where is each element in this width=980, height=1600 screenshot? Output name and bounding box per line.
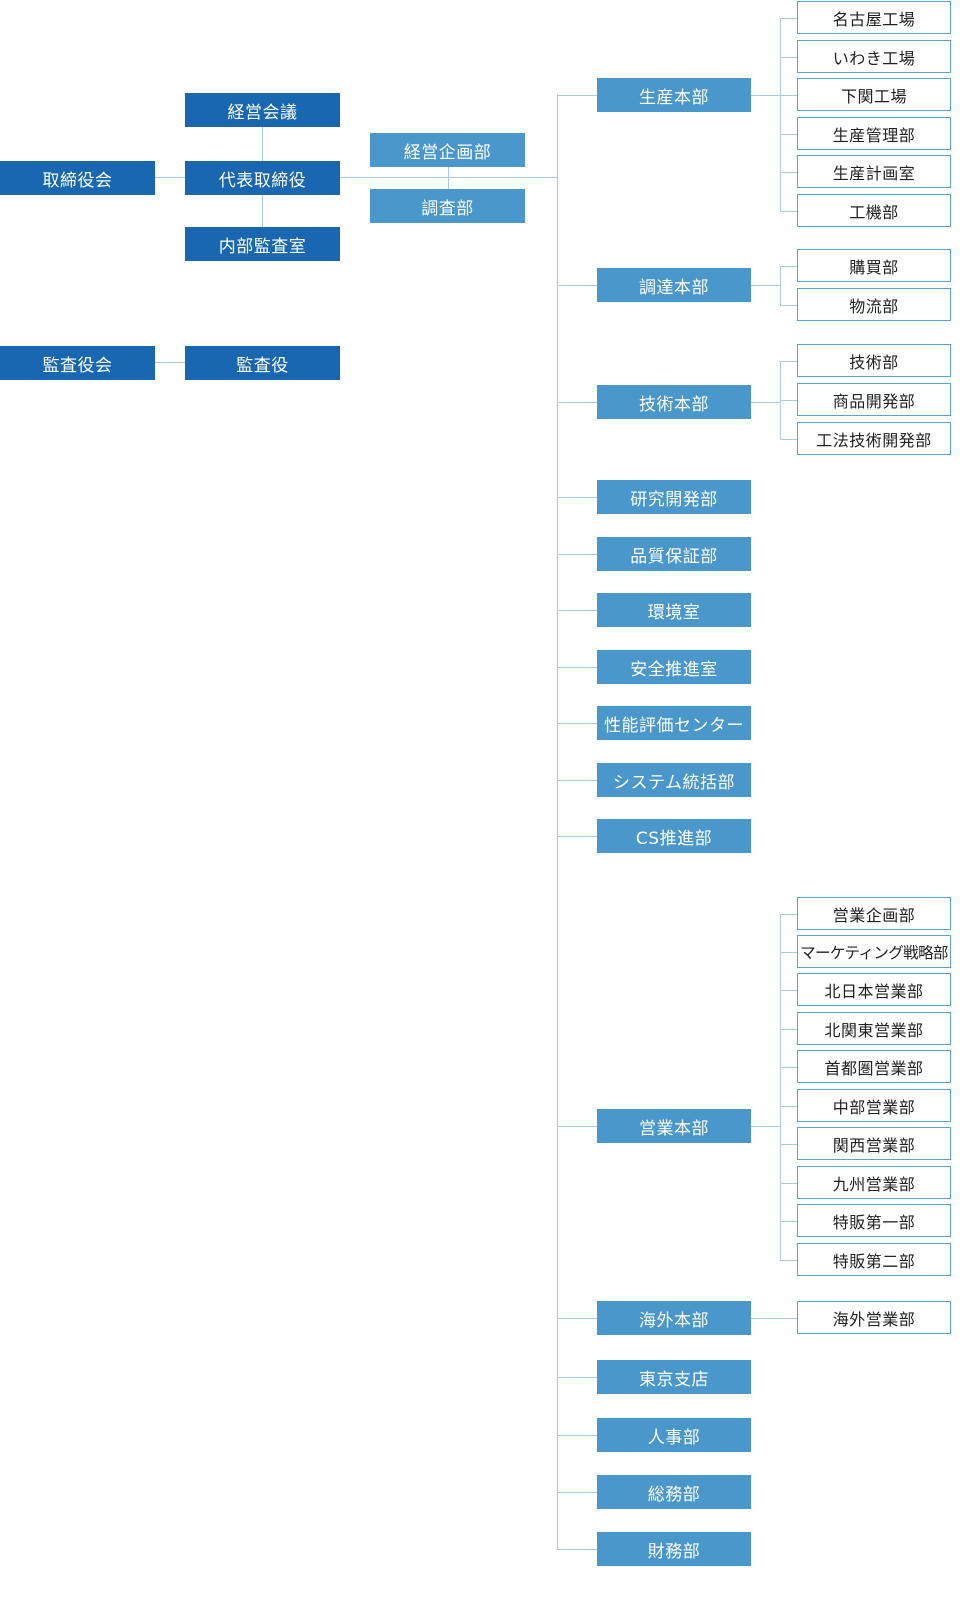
department-box: 名古屋工場 bbox=[797, 1, 951, 34]
connector-line bbox=[557, 497, 597, 498]
connector-line bbox=[557, 1377, 597, 1378]
connector-line bbox=[780, 17, 781, 212]
management-meeting: 経営会議 bbox=[185, 93, 340, 127]
division-box: 技術本部 bbox=[597, 385, 751, 419]
connector-line bbox=[780, 1182, 797, 1184]
connector-line bbox=[751, 402, 780, 403]
division-box: 営業本部 bbox=[597, 1109, 751, 1143]
connector-line bbox=[780, 913, 781, 1261]
connector-line bbox=[557, 1435, 597, 1436]
department-box: 北日本営業部 bbox=[797, 973, 951, 1006]
department-box: 特販第一部 bbox=[797, 1204, 951, 1237]
connector-line bbox=[448, 167, 449, 189]
division-box: 品質保証部 bbox=[597, 537, 751, 571]
connector-line bbox=[780, 1066, 797, 1068]
connector-line bbox=[780, 1220, 797, 1222]
connector-line bbox=[780, 360, 797, 362]
connector-line bbox=[751, 1318, 797, 1319]
connector-line bbox=[780, 399, 797, 401]
connector-line bbox=[557, 836, 597, 837]
division-box: 東京支店 bbox=[597, 1360, 751, 1394]
connector-line bbox=[751, 1126, 780, 1127]
auditor: 監査役 bbox=[185, 346, 340, 380]
connector-line bbox=[780, 265, 781, 306]
department-box: 購買部 bbox=[797, 249, 951, 282]
connector-line bbox=[751, 95, 780, 96]
connector-line bbox=[751, 285, 780, 286]
division-box: 人事部 bbox=[597, 1418, 751, 1452]
connector-line bbox=[557, 285, 597, 286]
division-box: 調達本部 bbox=[597, 268, 751, 302]
connector-line bbox=[557, 780, 597, 781]
connector-line bbox=[557, 1549, 597, 1550]
division-box: 性能評価センター bbox=[597, 706, 751, 740]
connector-line bbox=[780, 1143, 797, 1145]
department-box: 下関工場 bbox=[797, 78, 951, 111]
division-box: 財務部 bbox=[597, 1532, 751, 1566]
department-box: 技術部 bbox=[797, 344, 951, 377]
connector-line bbox=[780, 951, 797, 953]
connector-line bbox=[780, 438, 797, 440]
connector-line bbox=[780, 56, 797, 58]
department-box: いわき工場 bbox=[797, 40, 951, 73]
department-box: 首都圏営業部 bbox=[797, 1050, 951, 1083]
connector-line bbox=[557, 723, 597, 724]
corporate-planning-dept: 経営企画部 bbox=[370, 133, 525, 167]
connector-line bbox=[780, 1028, 797, 1030]
connector-line bbox=[780, 171, 797, 173]
research-dept: 調査部 bbox=[370, 189, 525, 223]
department-box: 工法技術開発部 bbox=[797, 422, 951, 455]
connector-line bbox=[557, 1318, 597, 1319]
connector-line bbox=[780, 17, 797, 19]
connector-line bbox=[780, 210, 797, 212]
department-box: 営業企画部 bbox=[797, 897, 951, 930]
department-box: 九州営業部 bbox=[797, 1166, 951, 1199]
connector-line bbox=[780, 1105, 797, 1107]
connector-line bbox=[780, 265, 797, 267]
president: 代表取締役 bbox=[185, 161, 340, 195]
connector-line bbox=[780, 133, 797, 135]
division-box: 海外本部 bbox=[597, 1301, 751, 1335]
connector-line bbox=[155, 362, 185, 363]
department-box: 北関東営業部 bbox=[797, 1012, 951, 1045]
connector-line bbox=[557, 402, 597, 403]
connector-line bbox=[557, 610, 597, 611]
department-box: 関西営業部 bbox=[797, 1127, 951, 1160]
division-box: システム統括部 bbox=[597, 763, 751, 797]
department-box: 生産計画室 bbox=[797, 155, 951, 188]
department-box: 中部営業部 bbox=[797, 1089, 951, 1122]
main-trunk-line bbox=[557, 94, 558, 1549]
connector-line bbox=[155, 177, 185, 178]
connector-line bbox=[780, 304, 797, 306]
audit-board: 監査役会 bbox=[0, 346, 155, 380]
division-box: CS推進部 bbox=[597, 819, 751, 853]
department-box: マーケティング戦略部 bbox=[797, 935, 951, 968]
department-box: 生産管理部 bbox=[797, 117, 951, 150]
department-box: 商品開発部 bbox=[797, 383, 951, 416]
connector-line bbox=[780, 94, 797, 96]
department-box: 工機部 bbox=[797, 194, 951, 227]
division-box: 研究開発部 bbox=[597, 480, 751, 514]
division-box: 安全推進室 bbox=[597, 650, 751, 684]
division-box: 生産本部 bbox=[597, 78, 751, 112]
connector-line bbox=[780, 913, 797, 915]
board-of-directors: 取締役会 bbox=[0, 161, 155, 195]
department-box: 物流部 bbox=[797, 288, 951, 321]
connector-line bbox=[557, 667, 597, 668]
department-box: 特販第二部 bbox=[797, 1243, 951, 1276]
department-box: 海外営業部 bbox=[797, 1301, 951, 1334]
connector-line bbox=[780, 1259, 797, 1261]
internal-audit-office: 内部監査室 bbox=[185, 227, 340, 261]
connector-line bbox=[557, 554, 597, 555]
connector-line bbox=[780, 989, 797, 991]
division-box: 総務部 bbox=[597, 1475, 751, 1509]
division-box: 環境室 bbox=[597, 593, 751, 627]
connector-line bbox=[557, 1126, 597, 1127]
connector-line bbox=[557, 1492, 597, 1493]
connector-line bbox=[557, 95, 597, 96]
